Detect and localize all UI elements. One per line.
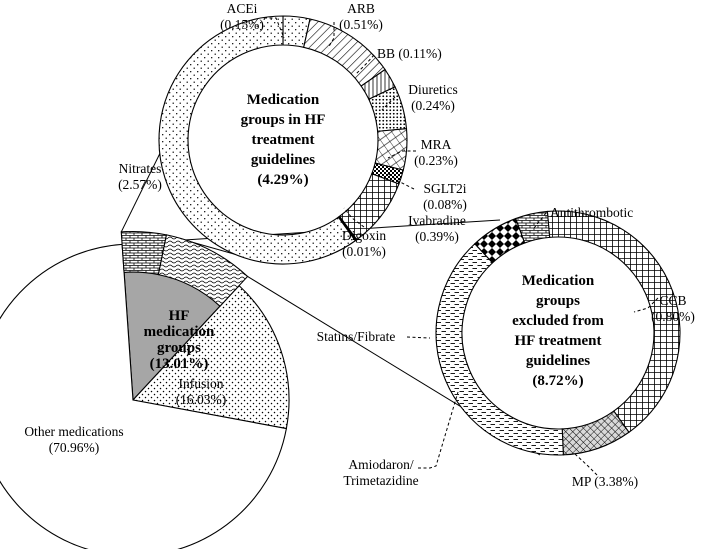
diuretics-label: Diuretics bbox=[408, 82, 458, 97]
digoxin-value: (0.01%) bbox=[342, 244, 386, 259]
other-value: (70.96%) bbox=[49, 440, 100, 455]
mra-value: (0.23%) bbox=[414, 153, 458, 168]
amiodaron-leader bbox=[418, 391, 459, 469]
diuretics-value: (0.24%) bbox=[411, 98, 455, 113]
digoxin-leader bbox=[343, 207, 365, 228]
arb-value: (0.51%) bbox=[339, 17, 383, 32]
guidelines-center-line-5: (4.29%) bbox=[257, 172, 308, 188]
main-pie bbox=[0, 230, 290, 549]
mp-leader bbox=[574, 453, 598, 476]
excluded-labels: Antithrombotic CCB (0.80%) MP (3.38%) Am… bbox=[317, 205, 695, 489]
hf-label-line-2: medication bbox=[144, 324, 215, 340]
hf-value: (13.01%) bbox=[150, 356, 209, 372]
main-pie-labels: Other medications (70.96%) Infusion (16.… bbox=[24, 308, 226, 455]
nitrates-value: (2.57%) bbox=[118, 177, 162, 192]
amiodaron-label-2: Trimetazidine bbox=[343, 473, 418, 488]
mp-label: MP (3.38%) bbox=[572, 474, 638, 489]
mra-leader bbox=[387, 150, 416, 159]
hf-label-line-3: groups bbox=[157, 340, 201, 356]
guidelines-donut bbox=[158, 15, 408, 265]
other-slice bbox=[0, 243, 288, 549]
excluded-center-line-4: HF treatment bbox=[514, 333, 601, 349]
acei-value: (0.15%) bbox=[220, 17, 264, 32]
nitrates-label: Nitrates bbox=[119, 161, 162, 176]
ccb-leader bbox=[633, 297, 659, 313]
digoxin-label: Digoxin bbox=[342, 228, 387, 243]
hf-label-line-1: HF bbox=[169, 308, 190, 324]
ccb-label: CCB bbox=[659, 293, 686, 308]
bb-label: BB (0.11%) bbox=[377, 46, 442, 61]
antithrombotic-label: Antithrombotic bbox=[550, 205, 633, 220]
infusion-slice bbox=[131, 284, 290, 430]
statins-leader bbox=[406, 336, 431, 339]
excluded-center: Medication groups excluded from HF treat… bbox=[512, 273, 604, 389]
excluded-center-line-3: excluded from bbox=[512, 313, 604, 329]
guidelines-center-line-2: groups in HF bbox=[241, 112, 326, 128]
acei-label: ACEi bbox=[227, 1, 258, 16]
arb-label: ARB bbox=[347, 1, 375, 16]
infusion-value: (16.03%) bbox=[176, 392, 227, 407]
bb-leader bbox=[355, 54, 375, 75]
infusion-label: Infusion bbox=[179, 376, 224, 391]
other-label: Other medications bbox=[24, 424, 123, 439]
excluded-center-line-1: Medication bbox=[522, 273, 595, 289]
ivabradine-label: Ivabradine bbox=[408, 213, 466, 228]
sglt2i-label: SGLT2i bbox=[423, 181, 466, 196]
nitrates-slice bbox=[158, 15, 357, 265]
guidelines-labels: ACEi (0.15%) ARB (0.51%) BB (0.11%) Diur… bbox=[118, 1, 467, 259]
amiodaron-label: Amiodaron/ bbox=[348, 457, 413, 472]
ivabradine-value: (0.39%) bbox=[415, 229, 459, 244]
statins-label: Statins/Fibrate bbox=[317, 329, 396, 344]
guidelines-center: Medication groups in HF treatment guidel… bbox=[241, 92, 326, 188]
acei-leader bbox=[264, 17, 285, 39]
excluded-center-line-6: (8.72%) bbox=[532, 373, 583, 389]
sglt2i-value: (0.08%) bbox=[423, 197, 467, 212]
excluded-center-line-2: groups bbox=[536, 293, 580, 309]
sglt2i-leader bbox=[385, 171, 415, 190]
guidelines-center-line-3: treatment bbox=[251, 132, 314, 148]
ccb-value: (0.80%) bbox=[651, 309, 695, 324]
guidelines-center-line-1: Medication bbox=[247, 92, 320, 108]
excluded-donut bbox=[435, 210, 681, 456]
guidelines-center-line-4: guidelines bbox=[251, 152, 315, 168]
arb-leader bbox=[327, 22, 335, 49]
hf-band-excluded bbox=[157, 234, 249, 307]
excluded-center-line-5: guidelines bbox=[526, 353, 590, 369]
ccb-slice bbox=[561, 410, 630, 456]
mra-label: MRA bbox=[421, 137, 452, 152]
